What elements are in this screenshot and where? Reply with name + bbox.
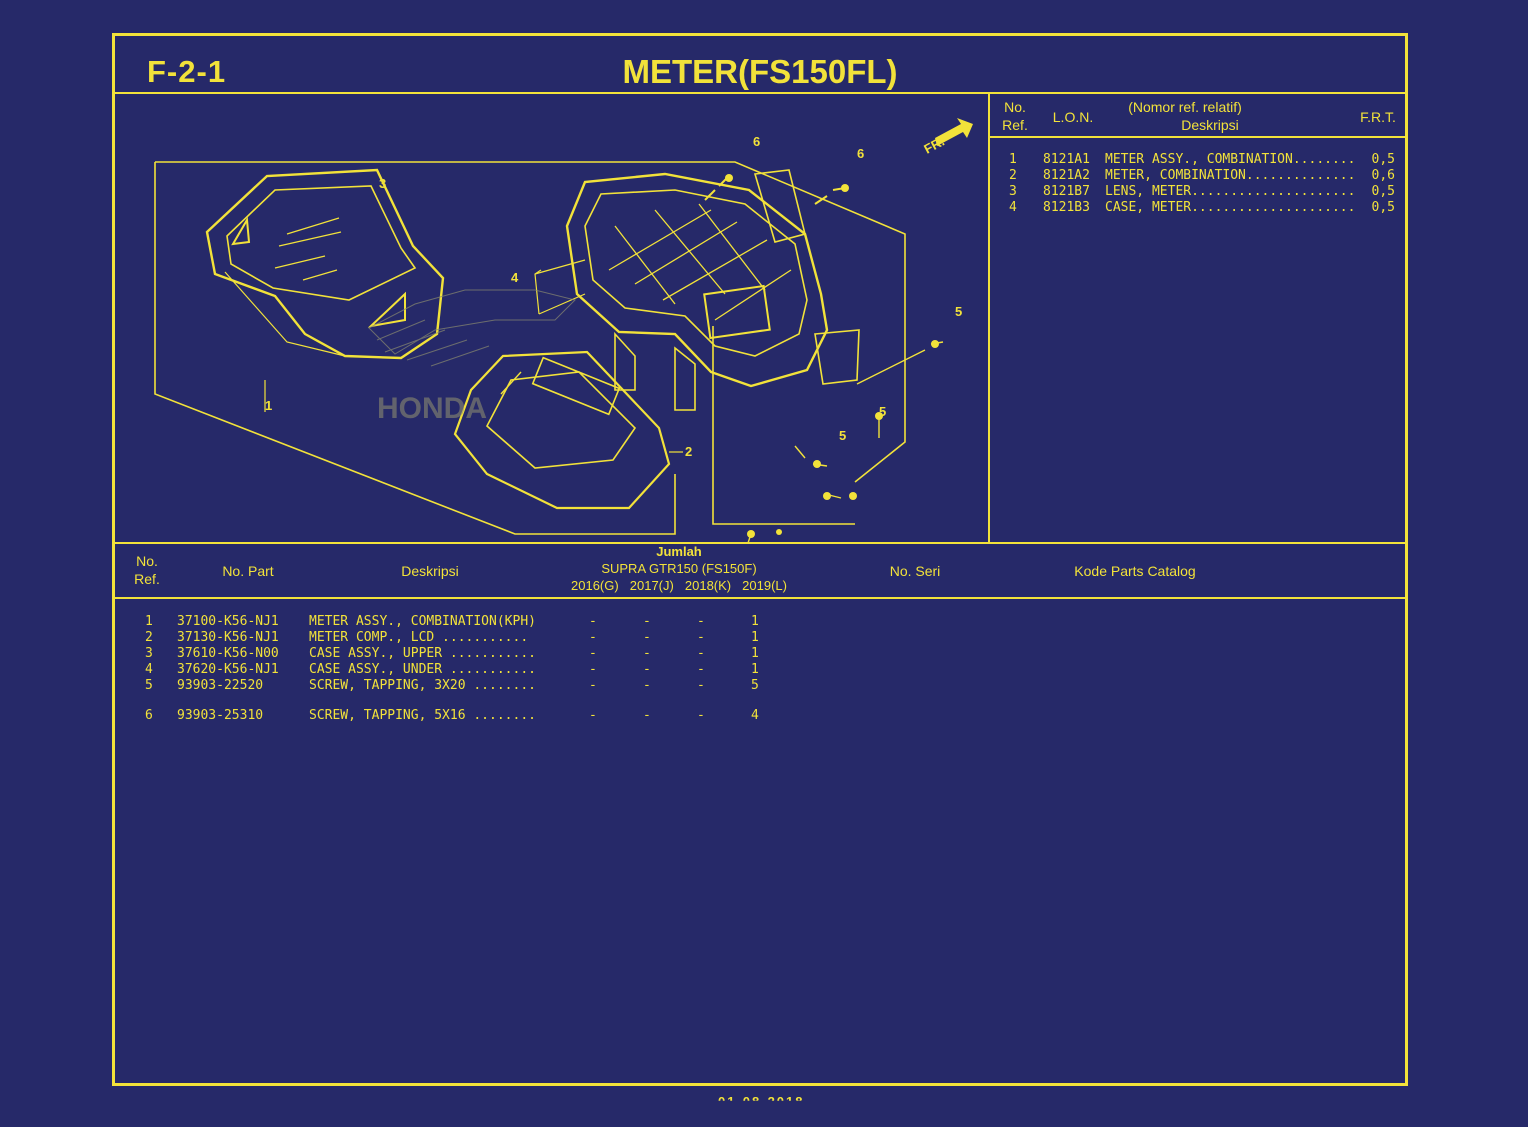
page-code: F-2-1 [147, 54, 227, 89]
callout-6b: 6 [857, 146, 864, 161]
frt-header-description: (Nomor ref. relatif) Deskripsi [1128, 99, 1242, 133]
callout-3: 3 [379, 176, 386, 191]
frt-row-ref: 4 [1009, 200, 1017, 215]
frt-row-frt: 0,5 [1371, 200, 1395, 215]
part-row-quantity: - [589, 708, 597, 723]
parts-header-catalog-code: Kode Parts Catalog [1074, 563, 1196, 579]
part-row-quantity: 1 [751, 646, 759, 661]
frt-row-description: METER ASSY., COMBINATION........ [1105, 152, 1356, 167]
part-row-quantity: - [697, 614, 705, 629]
frt-row-ref: 2 [1009, 168, 1017, 183]
exploded-parts-diagram: HONDA 1 2 3 4 5 5 5 6 6 FR. [154, 118, 973, 542]
parts-header-serial-no: No. Seri [889, 563, 941, 579]
part-row-quantity: - [643, 630, 651, 645]
callout-5a: 5 [955, 304, 962, 319]
frt-row-lon: 8121B7 [1043, 184, 1090, 199]
page-title: METER(FS150FL) [622, 53, 898, 90]
frt-row-lon: 8121A1 [1043, 152, 1090, 167]
callout-6a: 6 [753, 134, 760, 149]
part-row-ref: 4 [145, 662, 153, 677]
part-row-quantity: - [697, 678, 705, 693]
frt-row-lon: 8121B3 [1043, 200, 1090, 215]
part-row-quantity: - [697, 708, 705, 723]
honda-watermark: HONDA [377, 392, 487, 425]
part-row-ref: 5 [145, 678, 153, 693]
frt-row-description: METER, COMBINATION.............. [1105, 168, 1356, 183]
frt-row-frt: 0,5 [1371, 184, 1395, 199]
part-row-quantity: - [589, 678, 597, 693]
part-row-quantity: - [643, 662, 651, 677]
part-row-quantity: - [589, 646, 597, 661]
part-row-ref: 1 [145, 614, 153, 629]
part-row-description: SCREW, TAPPING, 5X16 ........ [309, 708, 536, 723]
callout-2: 2 [685, 444, 692, 459]
callout-5b: 5 [879, 404, 886, 419]
callout-4: 4 [511, 270, 519, 285]
frt-row-ref: 1 [1009, 152, 1017, 167]
part-row-ref: 2 [145, 630, 153, 645]
frt-row-frt: 0,5 [1371, 152, 1395, 167]
part-row-part-number: 37610-K56-N00 [177, 646, 279, 661]
part-row-description: SCREW, TAPPING, 3X20 ........ [309, 678, 536, 693]
part-row-quantity: 1 [751, 630, 759, 645]
part-row-ref: 6 [145, 708, 153, 723]
parts-header-top-divider [115, 542, 1405, 544]
part-row-quantity: 1 [751, 662, 759, 677]
part-row-quantity: - [697, 646, 705, 661]
part-row-quantity: - [589, 614, 597, 629]
callout-5c: 5 [839, 428, 846, 443]
part-row-quantity: - [643, 678, 651, 693]
part-row-description: METER COMP., LCD ........... [309, 630, 529, 645]
part-row-part-number: 37620-K56-NJ1 [177, 662, 279, 677]
parts-header-no-part: No. Part [222, 563, 274, 579]
frt-header-no-ref: No. Ref. [1002, 99, 1028, 133]
part-row-quantity: - [697, 630, 705, 645]
parts-header-no-ref: No. Ref. [134, 553, 160, 587]
frt-row-description: CASE, METER..................... [1105, 200, 1356, 215]
part-row-quantity: 5 [751, 678, 759, 693]
part-row-quantity: - [643, 614, 651, 629]
part-row-description: METER ASSY., COMBINATION(KPH) [309, 614, 536, 629]
part-row-quantity: - [589, 662, 597, 677]
parts-header-description: Deskripsi [401, 563, 459, 579]
frt-header-lon: L.O.N. [1052, 109, 1094, 125]
callout-1: 1 [265, 398, 272, 413]
part-row-quantity: - [643, 646, 651, 661]
frt-row-lon: 8121A2 [1043, 168, 1090, 183]
part-row-description: CASE ASSY., UNDER ........... [309, 662, 536, 677]
frt-row-ref: 3 [1009, 184, 1017, 199]
frt-header-frt: F.R.T. [1360, 109, 1396, 125]
part-row-part-number: 37100-K56-NJ1 [177, 614, 279, 629]
frt-row-description: LENS, METER..................... [1105, 184, 1356, 199]
part-row-description: CASE ASSY., UPPER ........... [309, 646, 536, 661]
part-row-part-number: 93903-25310 [177, 708, 264, 723]
header-divider [115, 92, 1405, 94]
part-row-quantity: 1 [751, 614, 759, 629]
part-row-quantity: - [643, 708, 651, 723]
part-row-ref: 3 [145, 646, 153, 661]
parts-header-quantity: Jumlah SUPRA GTR150 (FS150F) 2016(G) 201… [571, 544, 787, 593]
footer-date: 01-08-2018 [718, 1094, 805, 1109]
part-row-quantity: - [697, 662, 705, 677]
part-row-part-number: 93903-22520 [177, 678, 264, 693]
part-row-quantity: 4 [751, 708, 759, 723]
parts-header-bottom-divider [115, 597, 1405, 599]
part-row-quantity: - [589, 630, 597, 645]
frt-header-divider [988, 136, 1405, 138]
diagram-divider [988, 92, 990, 542]
catalog-page-frame: F-2-1 METER(FS150FL) No. Ref. L.O.N. (No… [112, 33, 1408, 1086]
frt-row-frt: 0,6 [1371, 168, 1395, 183]
part-row-part-number: 37130-K56-NJ1 [177, 630, 279, 645]
